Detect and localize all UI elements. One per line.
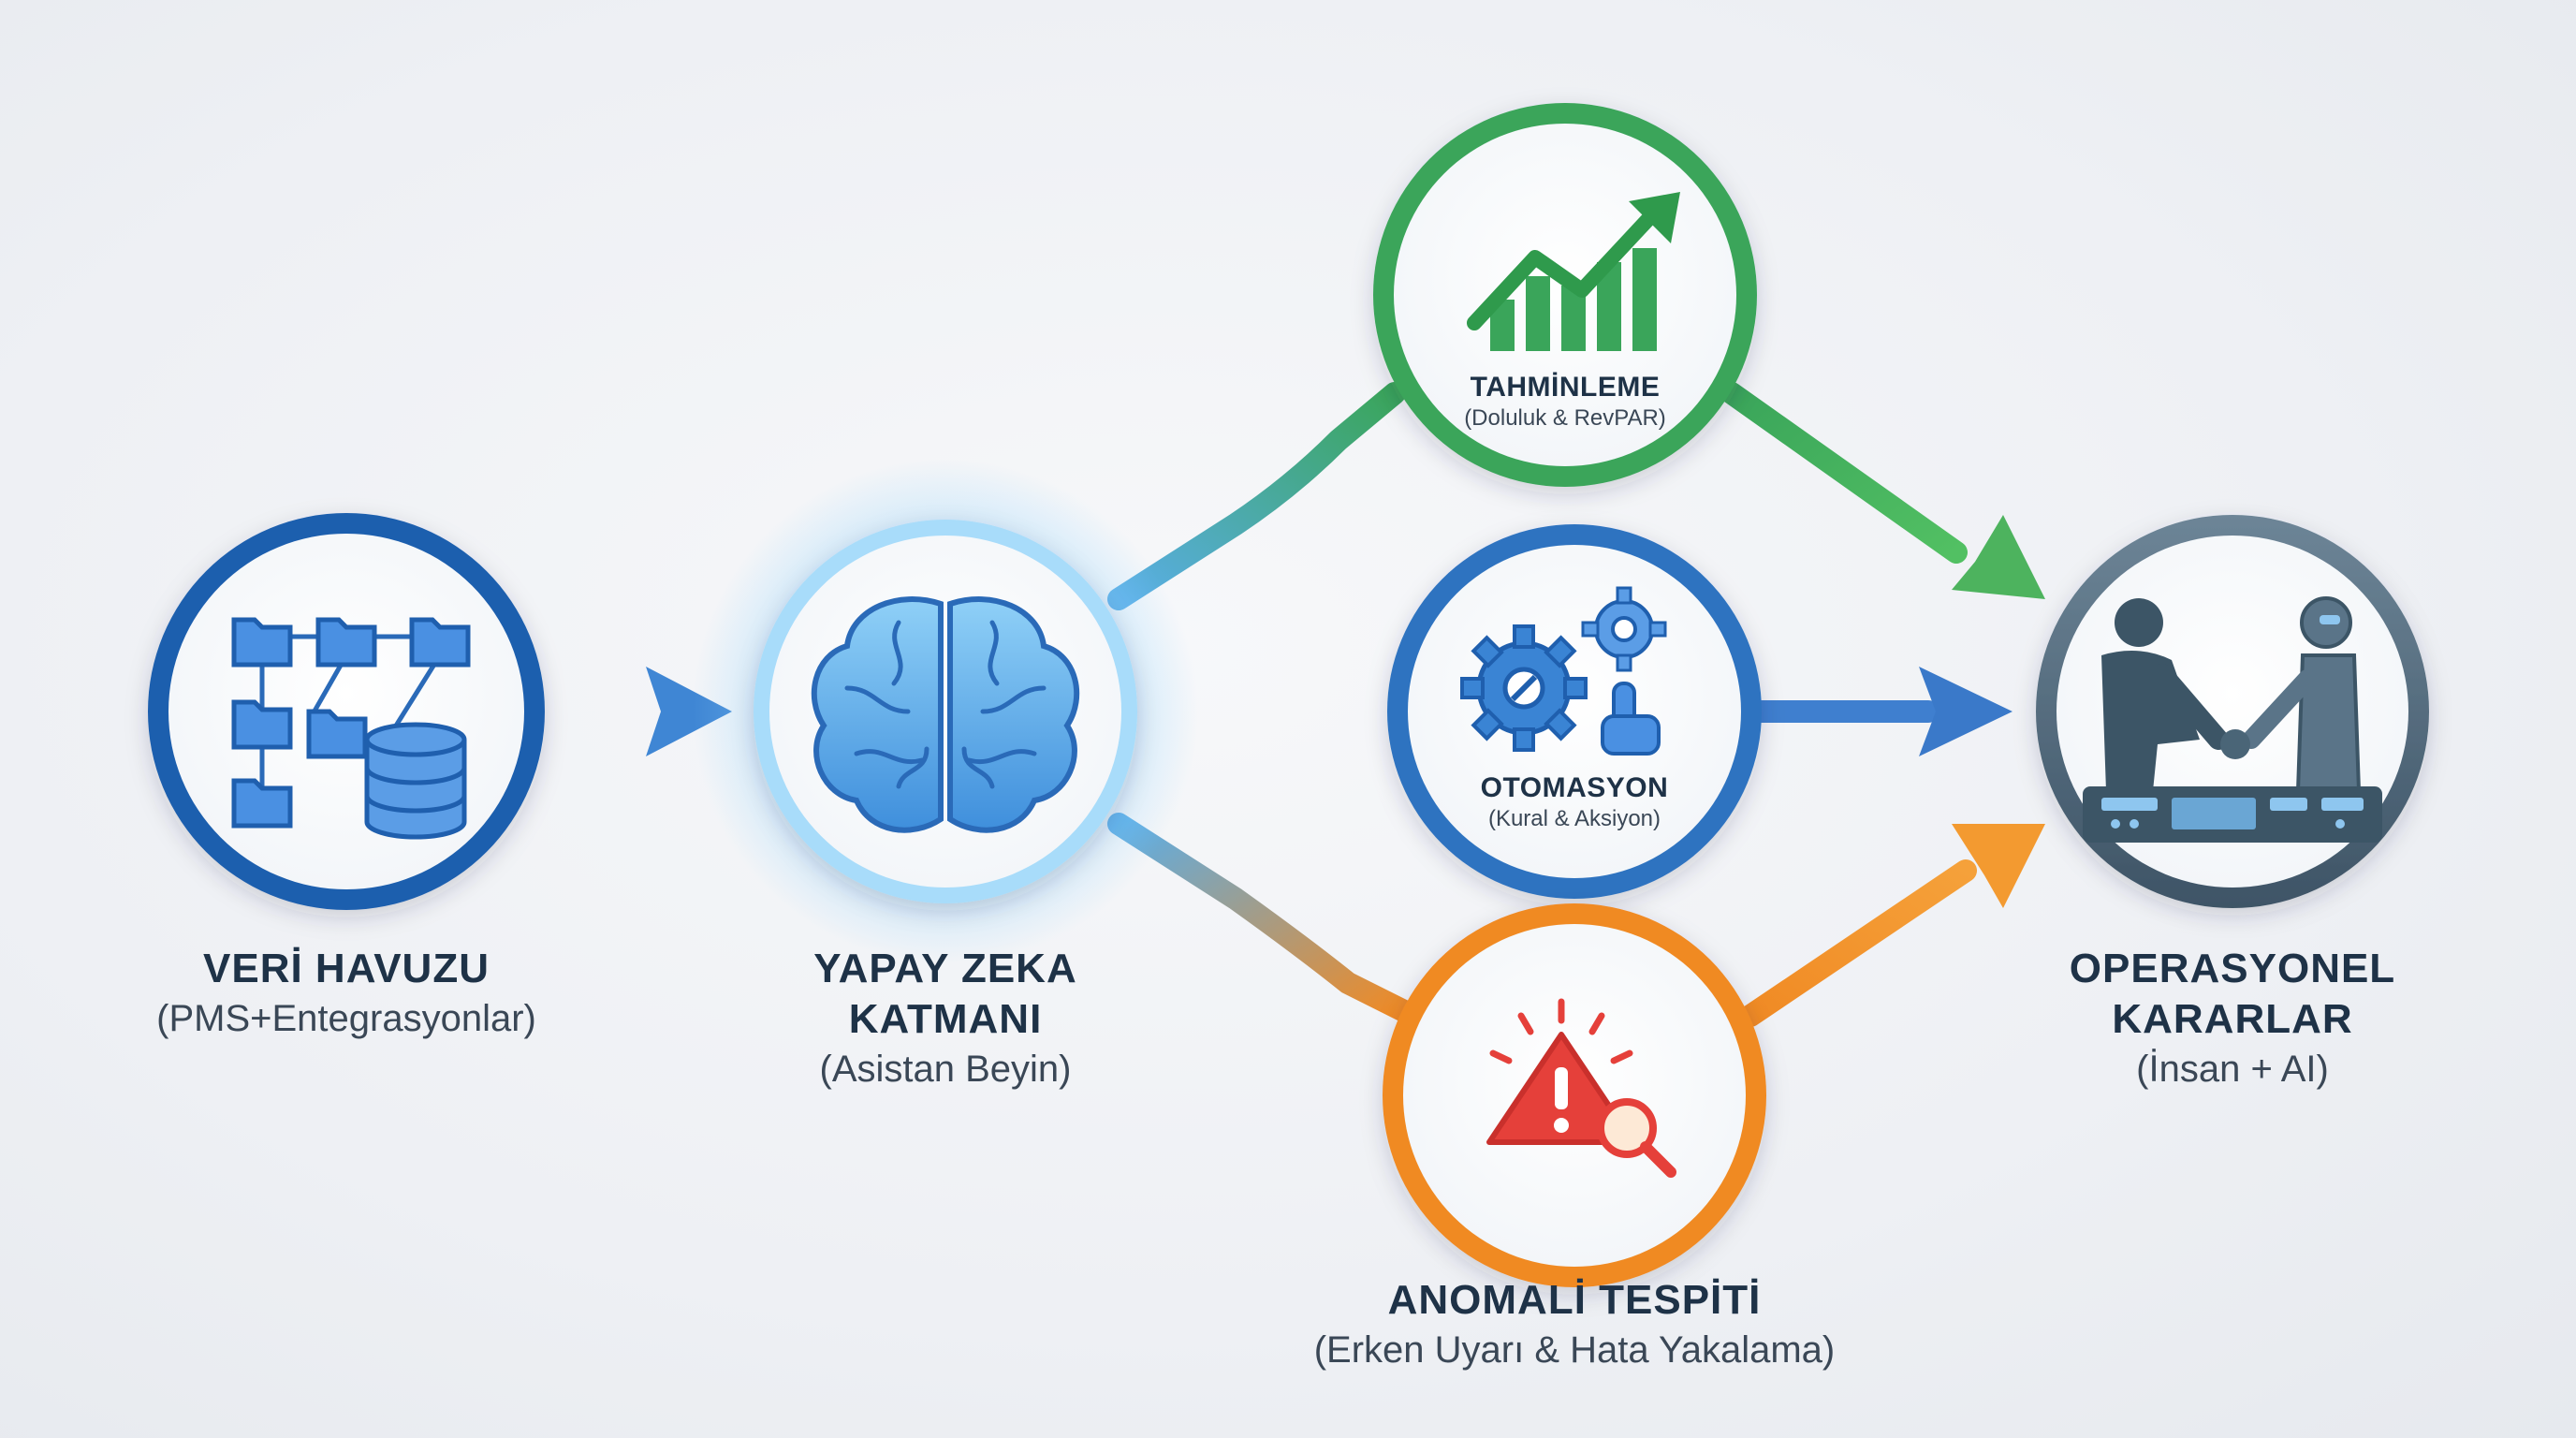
veri-havuzu-subtitle: (PMS+Entegrasyonlar): [156, 998, 536, 1039]
node-otomasyon: [1387, 524, 1762, 899]
otomasyon-title: OTOMASYON: [1480, 772, 1669, 803]
node-operasyonel-kararlar: [2036, 515, 2429, 908]
handshake-human-robot-icon: [2083, 596, 2382, 843]
operasyonel-kararlar-subtitle: (İnsan + AI): [2136, 1049, 2329, 1090]
veri-havuzu-title: VERİ HAVUZU: [203, 946, 490, 991]
otomasyon-subtitle: (Kural & Aksiyon): [1487, 806, 1661, 831]
arrow-anomali-to-karar: [1739, 824, 2045, 1027]
pointer-hand-icon: [1601, 682, 1661, 756]
operasyonel-kararlar-label: OPERASYONEL KARARLAR (İnsan + AI): [1998, 944, 2466, 1093]
connector-yz-to-anomali: [1107, 813, 1415, 1022]
yapay-zeka-subtitle: (Asistan Beyin): [819, 1049, 1072, 1090]
brain-icon: [811, 596, 1080, 833]
anomali-title: ANOMALİ TESPİTİ: [1387, 1277, 1762, 1323]
operasyonel-kararlar-title-line2: KARARLAR: [2112, 996, 2353, 1042]
anomali-label: ANOMALİ TESPİTİ (Erken Uyarı & Hata Yaka…: [1247, 1275, 1902, 1374]
anomali-subtitle: (Erken Uyarı & Hata Yakalama): [1313, 1329, 1836, 1371]
tahminleme-inner-label: TAHMİNLEME (Doluluk & RevPAR): [1425, 371, 1705, 433]
yapay-zeka-label: YAPAY ZEKA KATMANI (Asistan Beyin): [711, 944, 1179, 1093]
node-yapay-zeka: [754, 520, 1137, 903]
otomasyon-inner-label: OTOMASYON (Kural & Aksiyon): [1434, 771, 1715, 833]
yapay-zeka-title-line2: KATMANI: [848, 996, 1043, 1042]
veri-havuzu-label: VERİ HAVUZU (PMS+Entegrasyonlar): [112, 944, 580, 1043]
tahminleme-subtitle: (Doluluk & RevPAR): [1464, 405, 1666, 431]
tahminleme-title: TAHMİNLEME: [1470, 372, 1661, 403]
arrow-veri-to-yz: [523, 667, 732, 756]
operasyonel-kararlar-title-line1: OPERASYONEL: [2069, 946, 2396, 991]
gears-touch-icon: [1460, 586, 1667, 756]
arrow-tahmin-to-karar: [1720, 382, 2045, 599]
yapay-zeka-title-line1: YAPAY ZEKA: [813, 946, 1077, 991]
folder-tree-database-icon: [231, 617, 471, 840]
node-veri-havuzu: [148, 513, 545, 910]
connector-yz-to-tahmin: [1107, 382, 1406, 610]
bar-chart-growth-icon: [1467, 192, 1680, 351]
arrow-otomasyon-to-karar: [1739, 667, 2012, 756]
warning-magnifier-icon: [1486, 998, 1676, 1178]
